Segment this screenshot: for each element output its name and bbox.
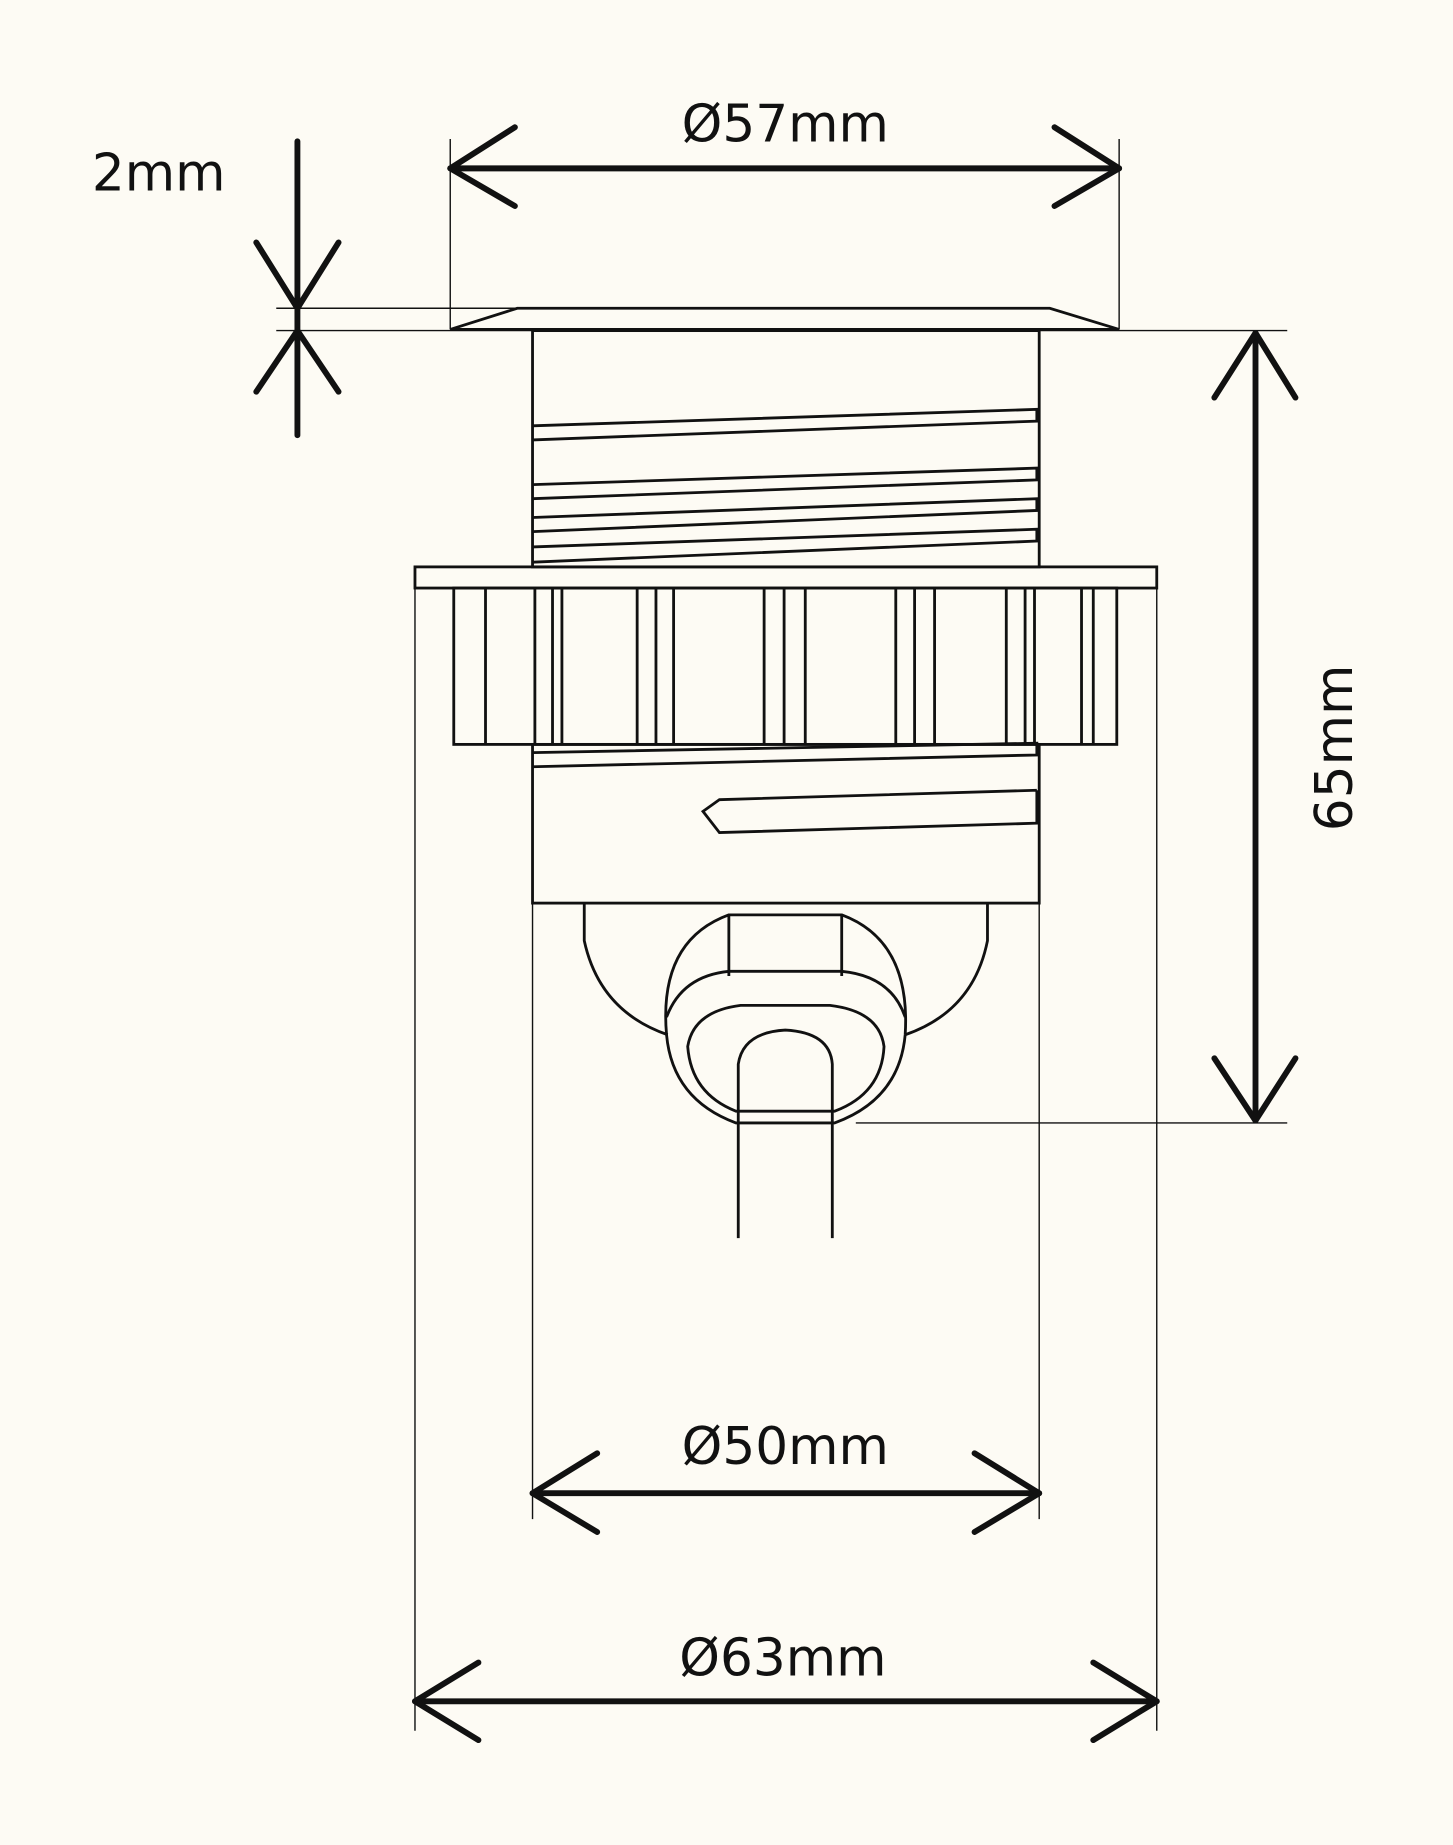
dimension-nut-diameter: Ø63mm bbox=[412, 1628, 1160, 1744]
dimension-body-diameter: Ø50mm bbox=[529, 1417, 1043, 1535]
pop-up-waste-drawing bbox=[413, 306, 1159, 1239]
dim-label-top-diameter: Ø57mm bbox=[682, 94, 889, 154]
dimension-height: 65mm bbox=[1211, 330, 1365, 1124]
dim-label-flange-thickness: 2mm bbox=[92, 144, 226, 204]
dimension-top-diameter: Ø57mm bbox=[447, 94, 1123, 209]
thread-lines bbox=[532, 407, 1039, 564]
dim-label-height: 65mm bbox=[1305, 665, 1365, 832]
dim-label-body-diameter: Ø50mm bbox=[682, 1417, 889, 1477]
lower-body bbox=[531, 742, 1041, 905]
dim-label-nut-diameter: Ø63mm bbox=[679, 1628, 886, 1688]
dimension-flange-thickness: 2mm bbox=[92, 138, 342, 439]
cable-gland bbox=[582, 903, 989, 1239]
nut-ribs bbox=[484, 588, 1095, 745]
